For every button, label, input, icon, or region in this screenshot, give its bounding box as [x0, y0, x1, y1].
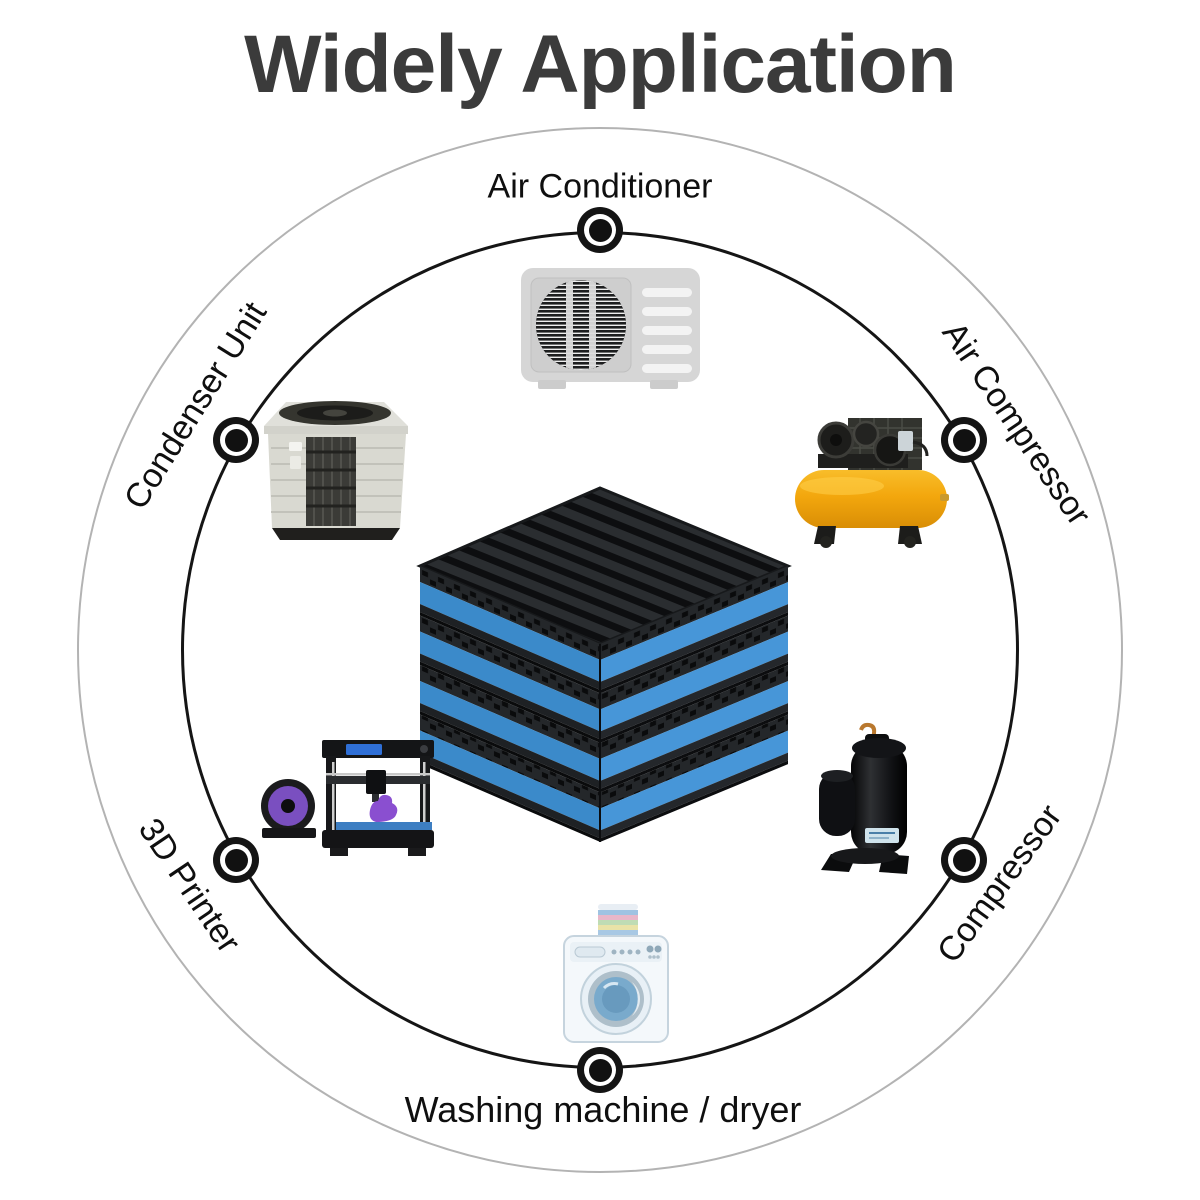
node-dot-upper-right: [941, 417, 987, 463]
node-dot-core: [952, 848, 976, 872]
node-dot-core: [588, 1058, 612, 1082]
label-washing-machine-dryer: Washing machine / dryer: [404, 1089, 802, 1130]
condenser-unit-image: [262, 392, 412, 544]
node-dot-ring: [584, 1054, 616, 1086]
washing-machine-image: [550, 900, 682, 1048]
3d-printer-icon: [261, 740, 434, 856]
anti-vibration-pad-stack-icon: [416, 486, 792, 843]
node-dot-upper-left: [213, 417, 259, 463]
node-dot-core: [952, 428, 976, 452]
node-dot-core: [224, 428, 248, 452]
node-dot-ring: [220, 424, 252, 456]
node-dot-ring: [220, 844, 252, 876]
node-dot-bottom: [577, 1047, 623, 1093]
air-conditioner-outdoor-unit-icon: [521, 268, 700, 389]
air-compressor-image: [790, 412, 952, 550]
node-dot-ring: [948, 424, 980, 456]
node-dot-core: [224, 848, 248, 872]
air-conditioner-image: [518, 262, 703, 392]
node-dot-top: [577, 207, 623, 253]
center-product-image: [408, 478, 796, 850]
black-refrigeration-compressor-icon: [819, 722, 909, 874]
washing-machine-icon: [563, 904, 669, 1043]
node-dot-lower-right: [941, 837, 987, 883]
yellow-tank-air-compressor-icon: [795, 418, 949, 548]
node-dot-core: [588, 218, 612, 242]
page-title: Widely Application: [244, 19, 957, 110]
compressor-image: [813, 722, 921, 880]
printer-3d-image: [252, 726, 446, 862]
condenser-unit-icon: [264, 401, 408, 540]
node-dot-ring: [948, 844, 980, 876]
towel-stack: [598, 904, 638, 936]
node-dot-lower-left: [213, 837, 259, 883]
outer-circle: [77, 127, 1123, 1173]
label-air-conditioner: Air Conditioner: [487, 167, 713, 206]
node-dot-ring: [584, 214, 616, 246]
